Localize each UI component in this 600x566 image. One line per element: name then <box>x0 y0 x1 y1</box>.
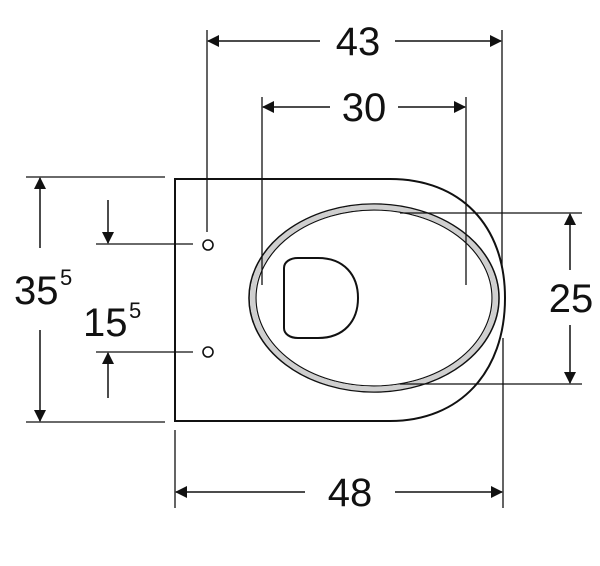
label-48: 48 <box>328 471 373 515</box>
label-43: 43 <box>336 20 381 64</box>
label-25: 25 <box>549 277 594 321</box>
svg-text:5: 5 <box>60 265 72 290</box>
fixing-hole-lower <box>202 346 214 358</box>
drain-opening <box>283 257 360 339</box>
svg-text:35: 35 <box>14 269 59 313</box>
bowl-outer-contour <box>174 178 507 422</box>
bowl-rim <box>248 203 500 393</box>
label-15-5: 15 5 <box>83 298 141 345</box>
fixing-hole-upper <box>202 239 214 251</box>
toilet-outline <box>174 178 507 422</box>
svg-text:5: 5 <box>129 298 141 323</box>
dimension-lines <box>34 35 576 498</box>
label-35-5: 35 5 <box>14 265 72 313</box>
svg-text:15: 15 <box>83 301 128 345</box>
extension-lines <box>26 30 582 508</box>
label-30: 30 <box>342 86 387 130</box>
